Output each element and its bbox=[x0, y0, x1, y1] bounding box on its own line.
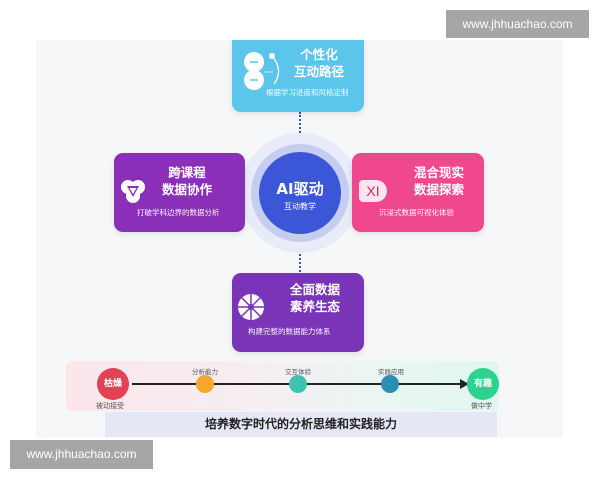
card-bottom-desc: 构建完整的数据能力体系 bbox=[248, 327, 331, 336]
card-top-title: 个性化 互动路径 bbox=[294, 47, 345, 79]
card-personalized-path: 个性化 互动路径 根据学习进度和风格定制 bbox=[232, 40, 364, 112]
timeline-step-dot bbox=[381, 375, 399, 393]
card-right-desc: 沉浸式数据可视化体验 bbox=[379, 208, 454, 217]
timeline-start-boring: 枯燥 bbox=[97, 368, 129, 400]
timeline-step-dot bbox=[196, 375, 214, 393]
timeline-end-caption: 做中学 bbox=[471, 402, 492, 410]
timeline-background bbox=[66, 361, 499, 411]
hub-subtitle: 互动教学 bbox=[284, 202, 316, 211]
summary-banner: 培养数字时代的分析思维和实践能力 bbox=[105, 412, 497, 437]
card-bottom-title: 全面数据 素养生态 bbox=[290, 282, 341, 314]
card-mixed-reality: XI 混合现实 数据探索 沉浸式数据可视化体验 bbox=[352, 153, 484, 232]
timeline-step-label: 交互体验 bbox=[285, 368, 311, 376]
card-left-title: 跨课程 数据协作 bbox=[162, 165, 213, 197]
timeline-step-label: 实践应用 bbox=[378, 368, 404, 376]
hub-ai-driven: AI驱动 互动教学 bbox=[259, 152, 341, 234]
hub-title: AI驱动 bbox=[276, 180, 324, 198]
connector-bottom bbox=[299, 250, 301, 272]
card-left-desc: 打破学科边界的数据分析 bbox=[137, 208, 220, 217]
watermark-top-right: www.jhhuachao.com bbox=[446, 10, 589, 38]
card-right-title: 混合现实 数据探索 bbox=[414, 165, 465, 197]
learning-path-icon bbox=[244, 52, 280, 90]
wheel-icon bbox=[238, 294, 264, 320]
card-top-desc: 根据学习进度和风格定制 bbox=[266, 88, 349, 97]
timeline-step-label: 分析能力 bbox=[192, 368, 218, 376]
xr-headset-icon: XI bbox=[359, 180, 387, 202]
connector-top bbox=[299, 112, 301, 136]
watermark-bottom-left: www.jhhuachao.com bbox=[10, 440, 153, 469]
timeline-step-dot bbox=[289, 375, 307, 393]
card-data-literacy: 全面数据 素养生态 构建完整的数据能力体系 bbox=[232, 273, 364, 352]
card-cross-curriculum: 跨课程 数据协作 打破学科边界的数据分析 bbox=[114, 153, 245, 232]
timeline-start-caption: 被动接受 bbox=[96, 402, 124, 410]
timeline-end-fun: 有趣 bbox=[467, 368, 499, 400]
venn-triangle-icon bbox=[121, 180, 145, 203]
arrow-right-icon bbox=[460, 379, 469, 389]
